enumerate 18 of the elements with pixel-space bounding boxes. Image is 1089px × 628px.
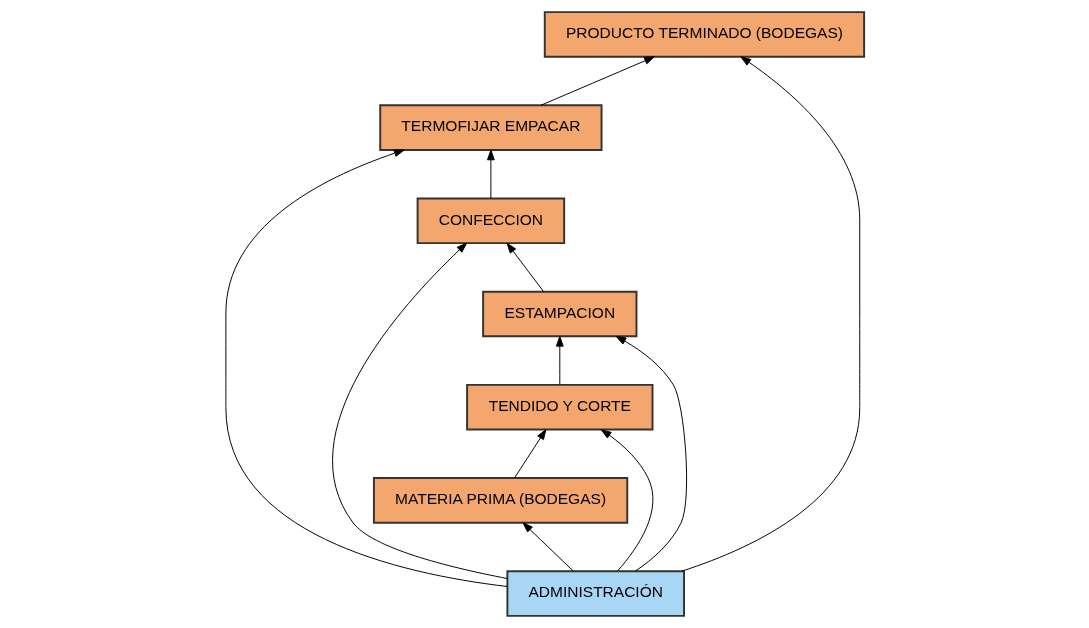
node-box: CONFECCION	[416, 197, 565, 245]
arrow	[555, 335, 564, 386]
arrow	[539, 56, 655, 106]
arrow	[600, 429, 653, 572]
arrow	[224, 149, 508, 587]
arrow	[522, 522, 574, 572]
node-box: MATERIA PRIMA (BODEGAS)	[372, 477, 628, 524]
node-box: TENDIDO Y CORTE	[465, 383, 653, 431]
node-box: ADMINISTRACIÓN	[505, 570, 685, 617]
node-box: PRODUCTO TERMINADO (BODEGAS)	[543, 11, 865, 58]
arrow	[513, 429, 546, 479]
node-box: ESTAMPACION	[481, 290, 637, 338]
arrow	[680, 56, 860, 572]
arrow	[506, 242, 544, 292]
arrow	[486, 149, 495, 199]
arrow	[332, 242, 508, 579]
arrow	[615, 335, 687, 572]
node-box: TERMOFIJAR EMPACAR	[378, 104, 602, 151]
